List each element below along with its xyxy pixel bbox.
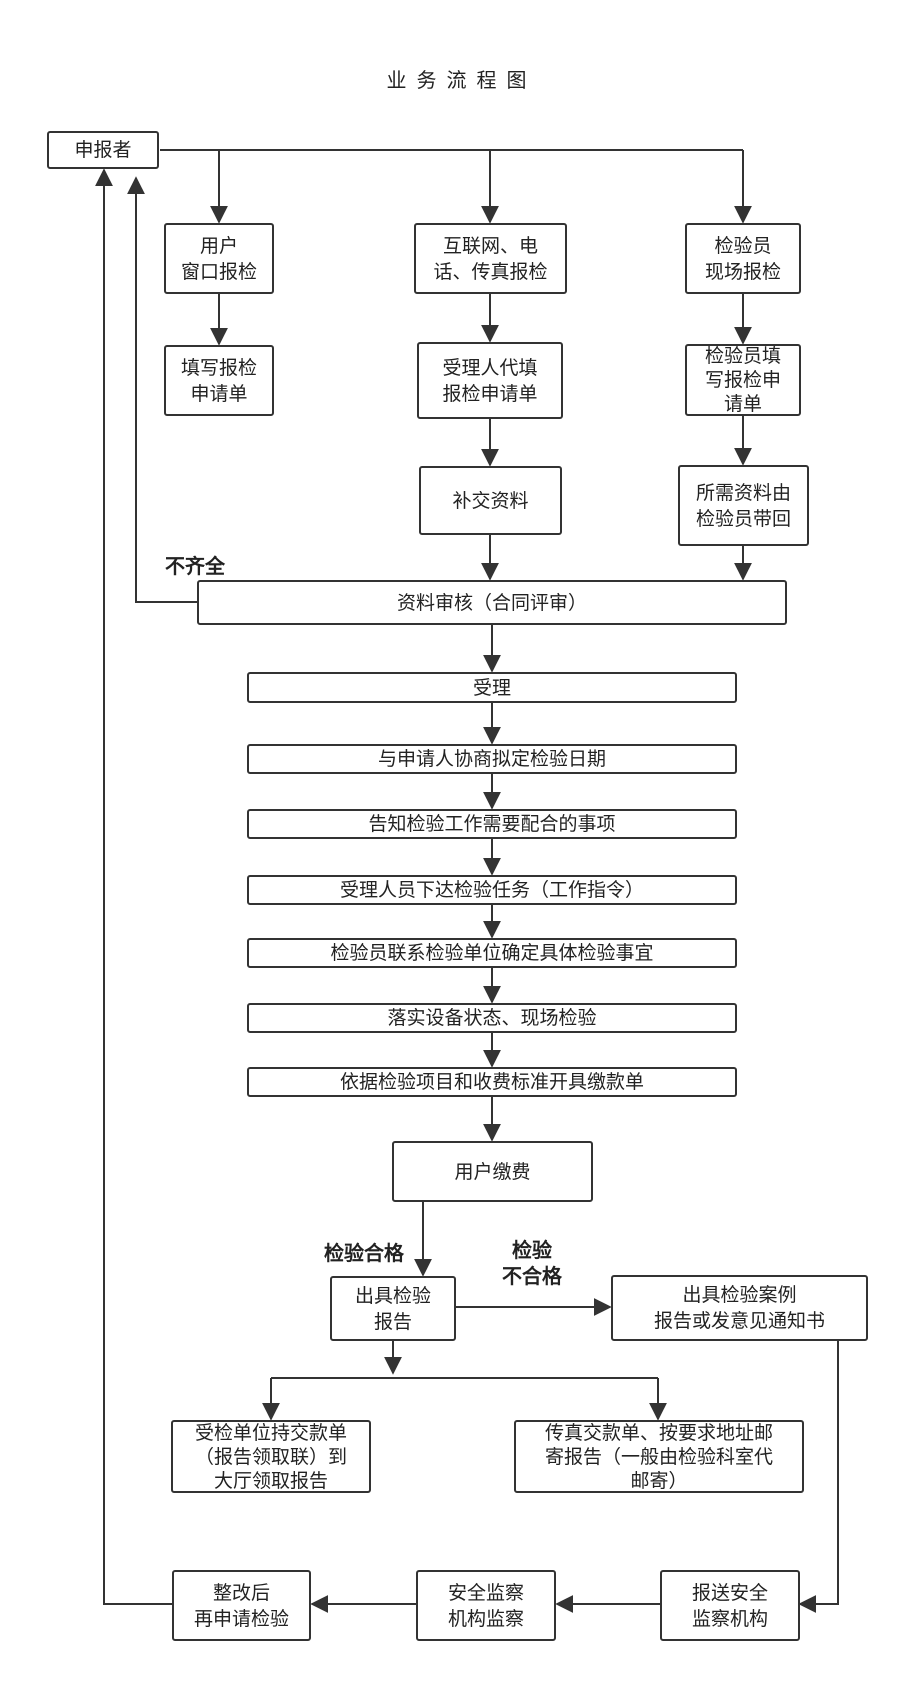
node-inspector-fill: 检验员填 写报检申 请单 xyxy=(685,344,801,416)
node-supervise: 安全监察 机构监察 xyxy=(416,1570,556,1641)
node-case-report: 出具检验案例 报告或发意见通知书 xyxy=(611,1275,868,1341)
node-supplement: 补交资料 xyxy=(419,466,562,535)
node-notify: 告知检验工作需要配合的事项 xyxy=(247,809,737,839)
label-incomplete: 不齐全 xyxy=(165,554,225,578)
edge-reapply-back xyxy=(95,168,172,1605)
node-reapply: 整改后 再申请检验 xyxy=(172,1570,311,1641)
node-contact: 检验员联系检验单位确定具体检验事宜 xyxy=(247,938,737,968)
node-report: 出具检验 报告 xyxy=(330,1276,456,1341)
node-implement: 落实设备状态、现场检验 xyxy=(247,1003,737,1033)
label-unqualified: 检验 不合格 xyxy=(502,1238,562,1288)
node-accept: 受理 xyxy=(247,672,737,703)
node-negotiate: 与申请人协商拟定检验日期 xyxy=(247,744,737,774)
node-inspector-report: 检验员 现场报检 xyxy=(685,223,801,294)
node-review: 资料审核（合同评审） xyxy=(197,580,787,625)
node-payment: 用户缴费 xyxy=(392,1141,593,1202)
label-qualified: 检验合格 xyxy=(324,1241,404,1265)
node-send-supervision: 报送安全 监察机构 xyxy=(660,1570,800,1641)
diagram-title: 业务流程图 xyxy=(386,68,537,92)
edge-incomplete-back xyxy=(127,176,197,603)
node-invoice: 依据检验项目和收费标准开具缴款单 xyxy=(247,1067,737,1097)
node-agent-fill: 受理人代填 报检申请单 xyxy=(417,342,563,419)
node-assign: 受理人员下达检验任务（工作指令） xyxy=(247,875,737,905)
node-window-report: 用户 窗口报检 xyxy=(164,223,274,294)
node-internet-report: 互联网、电 话、传真报检 xyxy=(414,223,567,294)
node-pickup: 受检单位持交款单 （报告领取联）到 大厅领取报告 xyxy=(171,1420,371,1493)
node-applicant: 申报者 xyxy=(47,131,159,169)
node-mail: 传真交款单、按要求地址邮 寄报告（一般由检验科室代 邮寄） xyxy=(514,1420,804,1493)
node-fill-form: 填写报检 申请单 xyxy=(164,345,274,416)
edge-case-send xyxy=(798,1341,839,1613)
node-inspector-bring: 所需资料由 检验员带回 xyxy=(678,465,809,546)
